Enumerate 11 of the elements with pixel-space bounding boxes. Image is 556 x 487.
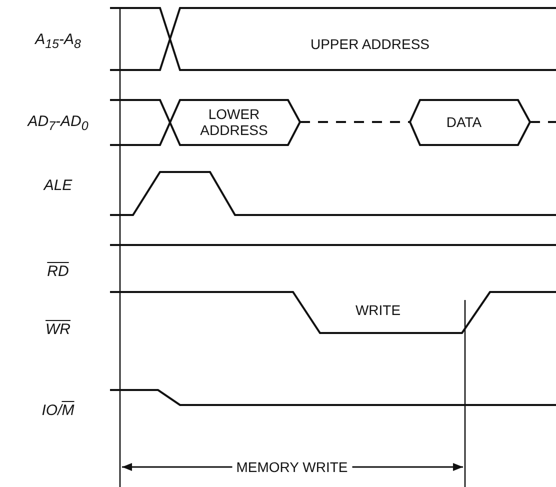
signal-name: AD$_{7}$-AD$_{0}$ [28, 114, 88, 134]
signal-name: A$_{15}$-A$_{8}$ [35, 32, 81, 52]
cycle-label: MEMORY WRITE [232, 459, 352, 475]
bus-label: DATA [446, 114, 482, 130]
signal-name: ALE [44, 178, 72, 194]
bus-label: LOWER ADDRESS [199, 106, 269, 138]
signal-name: RD [47, 264, 69, 280]
signal-name: WR [46, 322, 70, 338]
signal-name: IO/M [42, 403, 74, 419]
pulse-label: WRITE [355, 302, 401, 318]
bus-label: UPPER ADDRESS [310, 36, 430, 52]
